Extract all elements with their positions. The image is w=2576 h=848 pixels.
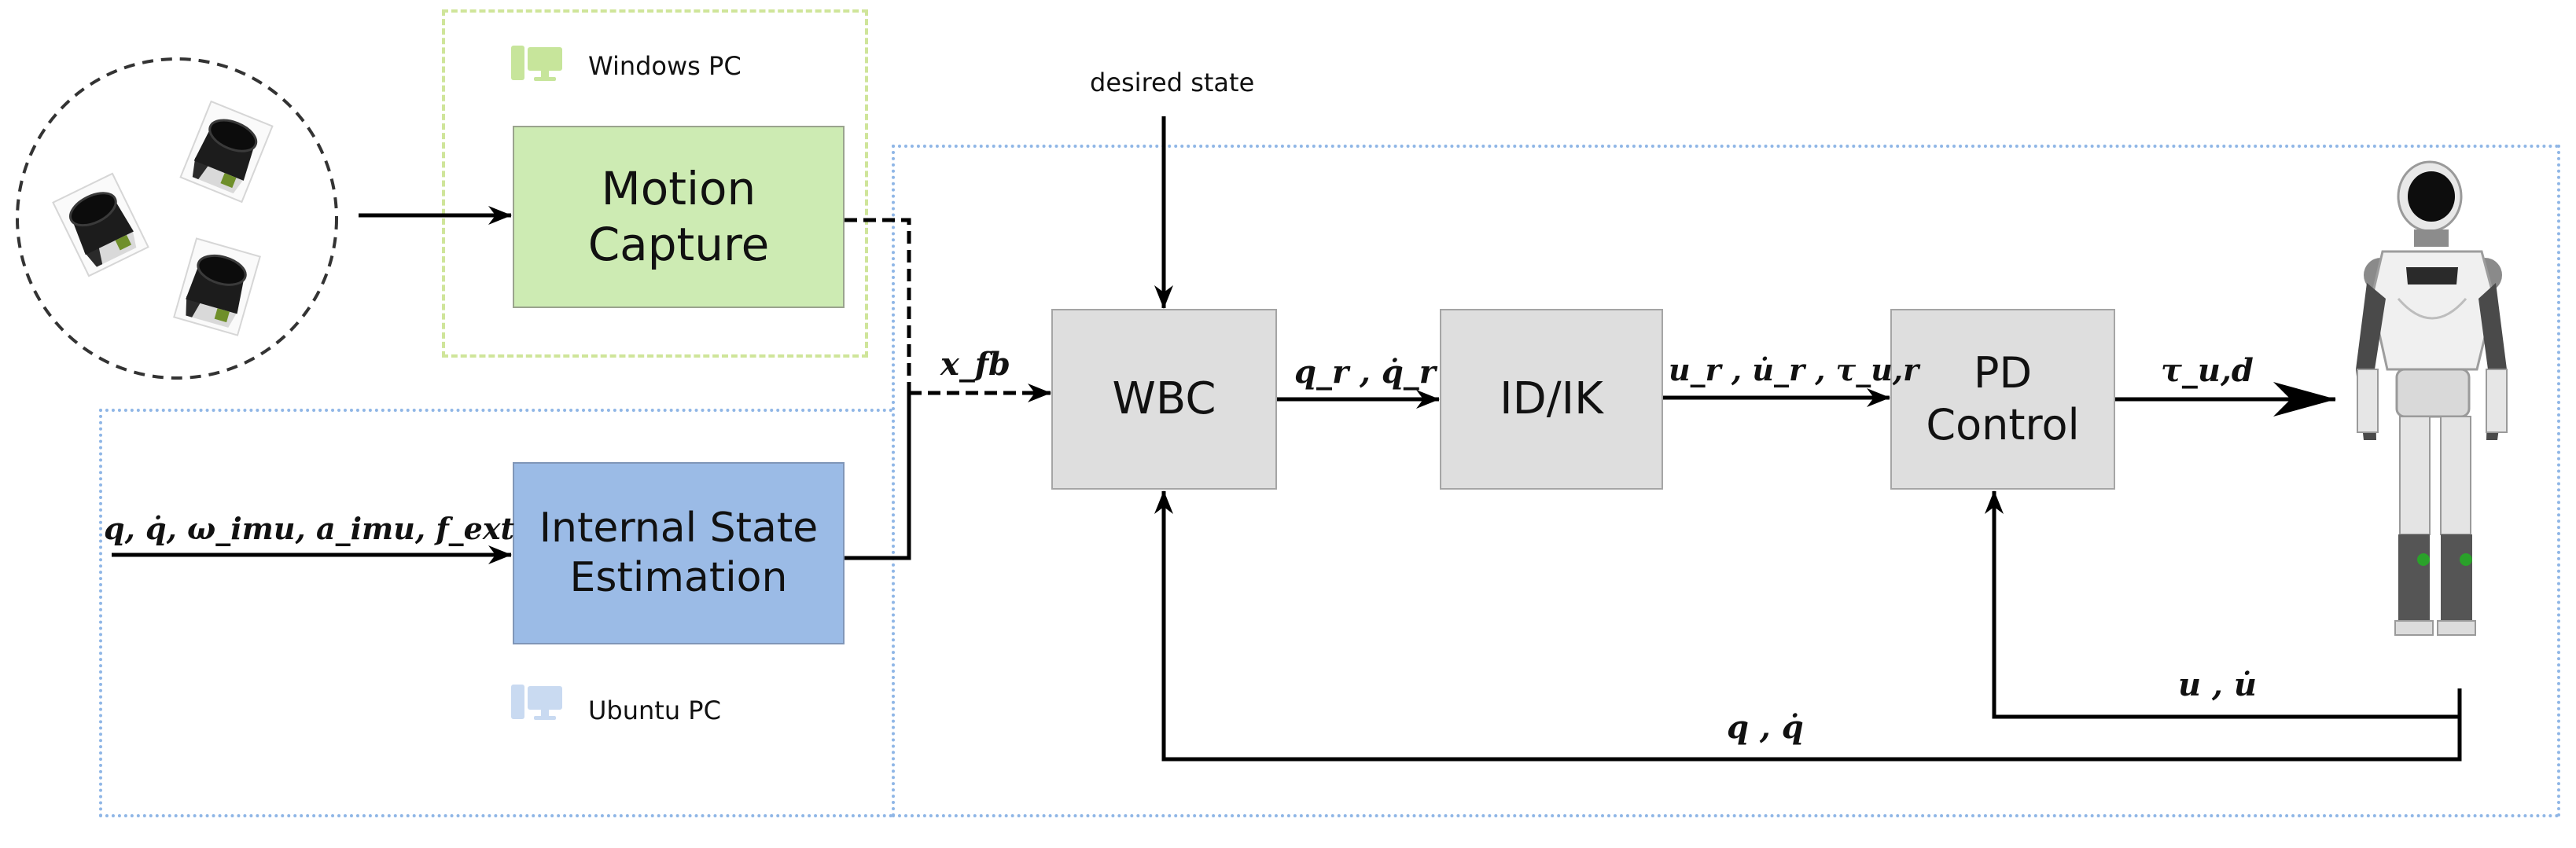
line-mocap-output xyxy=(845,218,911,393)
camera-icon xyxy=(179,100,274,204)
wbc-block: WBC xyxy=(1051,309,1277,490)
arrow-feedback-q xyxy=(1154,490,2462,762)
windows-pc-icon xyxy=(511,46,562,81)
pd-control-block: PD Control xyxy=(1890,309,2115,490)
humanoid-robot-icon xyxy=(2356,160,2508,636)
desired-state-label: desired state xyxy=(1090,68,1255,97)
motion-capture-label-line2: Capture xyxy=(587,218,770,271)
signal-u-ref: u_r , u̇_r , τ_u,r xyxy=(1669,352,1919,387)
signal-tau-ud: τ_u,d xyxy=(2161,352,2254,389)
camera-cluster-outline xyxy=(16,57,338,380)
wbc-label: WBC xyxy=(1112,373,1216,424)
id-ik-block: ID/IK xyxy=(1440,309,1663,490)
signal-sensor-inputs: q, q̇, ω_imu, a_imu, f_ext xyxy=(104,511,515,546)
arrow-feedback-u xyxy=(1985,490,2462,719)
signal-x-fb: x_fb xyxy=(940,346,1011,383)
line-ise-output xyxy=(845,393,911,560)
ubuntu-pc-label: Ubuntu PC xyxy=(588,696,721,725)
internal-state-estimation-block: Internal State Estimation xyxy=(513,462,845,644)
motion-capture-label-line1: Motion xyxy=(601,162,756,216)
id-ik-label: ID/IK xyxy=(1500,373,1603,424)
signal-u-feedback: u , u̇ xyxy=(2178,666,2257,703)
ubuntu-pc-icon xyxy=(511,685,562,720)
ise-label-line1: Internal State xyxy=(539,504,819,552)
ise-label-line2: Estimation xyxy=(569,554,788,601)
mocap-cameras xyxy=(16,57,338,380)
motion-capture-block: Motion Capture xyxy=(513,126,845,308)
signal-q-ref: q_r , q̇_r xyxy=(1294,354,1436,391)
camera-icon xyxy=(172,237,262,337)
pd-label-line2: Control xyxy=(1926,400,2080,450)
ubuntu-pc-region-extension xyxy=(99,409,893,817)
windows-pc-label: Windows PC xyxy=(588,51,742,81)
signal-q-feedback: q , q̇ xyxy=(1727,709,1804,746)
pd-label-line1: PD xyxy=(1973,348,2033,398)
camera-icon xyxy=(51,172,150,277)
ubuntu-pc-region xyxy=(892,145,2560,817)
windows-pc-region xyxy=(442,9,868,358)
